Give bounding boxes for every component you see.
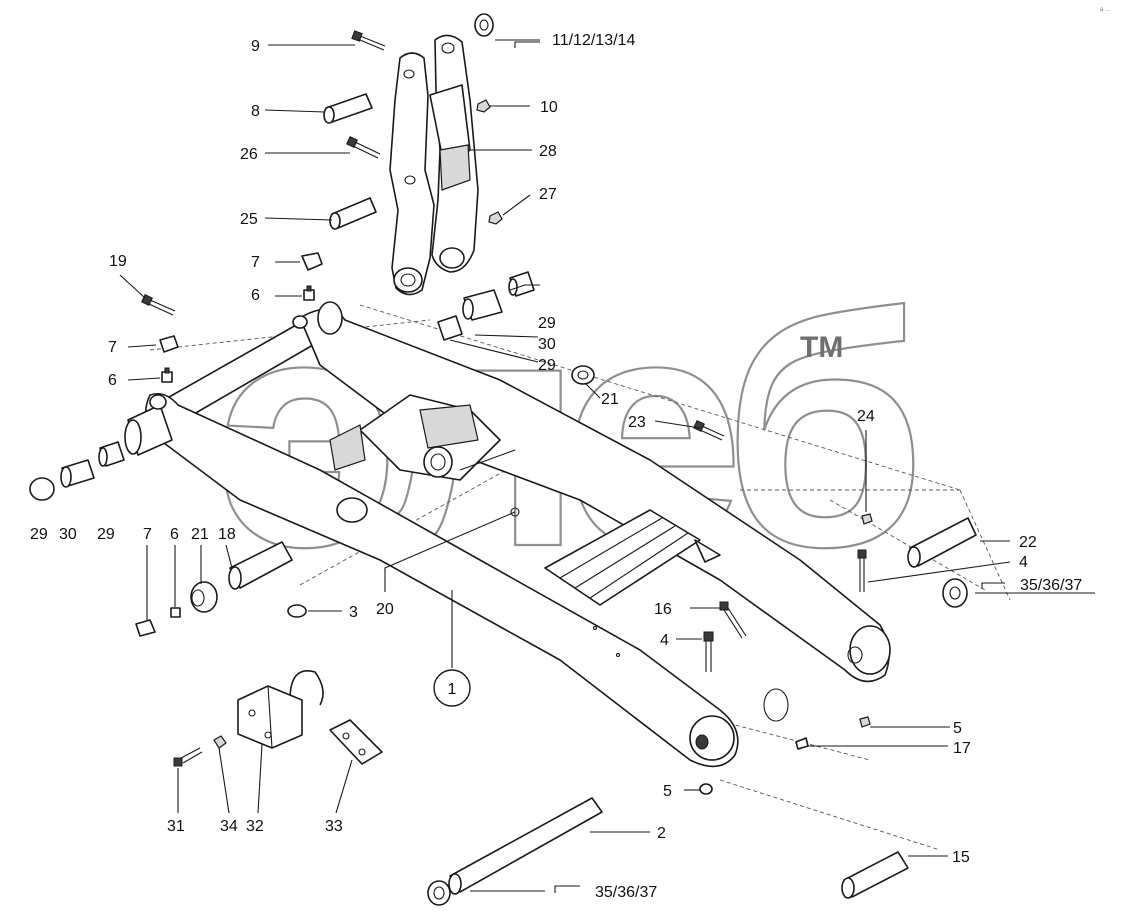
label-16: 16 xyxy=(654,601,672,618)
label-30-upper: 30 xyxy=(538,336,556,353)
tie-down-bracket-32 xyxy=(237,670,324,749)
callout-labels: 1 2 3 4 4 5 5 6 6 6 7 7 7 8 9 10 15 16 1… xyxy=(30,32,1082,901)
label-9: 9 xyxy=(251,38,260,55)
label-21-lower: 21 xyxy=(191,526,209,543)
trademark-symbol: TM xyxy=(800,331,843,364)
label-34: 34 xyxy=(220,818,238,835)
label-2: 2 xyxy=(657,825,666,842)
nut-24 xyxy=(861,513,873,525)
bolt-23 xyxy=(693,420,725,441)
label-5-right: 5 xyxy=(953,720,962,737)
label-10: 10 xyxy=(540,99,558,116)
bolt-9 xyxy=(351,30,386,51)
nut-5-right xyxy=(859,716,871,728)
washer-right xyxy=(942,578,968,608)
label-7-left: 7 xyxy=(108,339,117,356)
label-6-lower: 6 xyxy=(170,526,179,543)
label-7-upper: 7 xyxy=(251,254,260,271)
pin-18 xyxy=(228,541,293,590)
label-29-mid: 29 xyxy=(538,357,556,374)
bolt-26 xyxy=(346,136,381,159)
bushings-upper xyxy=(437,271,535,341)
pin-15 xyxy=(841,851,909,899)
nut-27 xyxy=(488,211,503,225)
label-7-lower: 7 xyxy=(143,526,152,543)
label-8: 8 xyxy=(251,103,260,120)
background-ghost-lines xyxy=(149,304,1011,851)
label-26: 26 xyxy=(240,146,258,163)
long-pin-2 xyxy=(448,797,603,895)
flanged-bushing-21-lower xyxy=(190,581,218,613)
flanged-bushing-21-upper xyxy=(571,365,595,385)
grease-cap-7-lower xyxy=(135,619,156,637)
label-29-left-b: 29 xyxy=(97,526,115,543)
grease-nipple-6-lower xyxy=(170,607,181,618)
nut-10 xyxy=(476,99,491,113)
main-frame xyxy=(124,301,891,768)
washer-top xyxy=(474,13,494,37)
plate-33 xyxy=(329,719,383,765)
bolt-16 xyxy=(719,601,747,639)
bolt-19 xyxy=(141,294,176,316)
label-19: 19 xyxy=(109,253,127,270)
label-15: 15 xyxy=(952,849,970,866)
cap-3 xyxy=(287,604,307,618)
label-28: 28 xyxy=(539,143,557,160)
label-23: 23 xyxy=(628,414,646,431)
label-22: 22 xyxy=(1019,534,1037,551)
label-6-left: 6 xyxy=(108,372,117,389)
pin-17 xyxy=(795,737,809,750)
label-24: 24 xyxy=(857,408,875,425)
label-3: 3 xyxy=(349,604,358,621)
callout-circle-1 xyxy=(433,669,471,707)
ref-label-top: 11/12/13/14 xyxy=(552,32,635,49)
label-29-upper: 29 xyxy=(538,315,556,332)
leader-lines xyxy=(119,39,1095,893)
label-20: 20 xyxy=(376,601,394,618)
grease-nipple-6-left xyxy=(161,367,173,383)
bolt-4-center xyxy=(703,631,714,672)
grease-cap-7-left xyxy=(159,335,179,353)
bolt-31 xyxy=(173,747,203,767)
ref-label-bottom: 35/36/37 xyxy=(595,884,657,901)
label-27: 27 xyxy=(539,186,557,203)
label-18: 18 xyxy=(218,526,236,543)
label-25: 25 xyxy=(240,211,258,228)
label-33: 33 xyxy=(325,818,343,835)
label-1: 1 xyxy=(448,681,457,698)
washer-bottom xyxy=(427,880,451,906)
label-5-bottom: 5 xyxy=(663,783,672,800)
upper-pin-8 xyxy=(323,93,373,124)
grease-cap-7-upper xyxy=(301,252,323,271)
grease-nipple-6-upper xyxy=(303,285,315,301)
bolt-4-right xyxy=(857,549,867,592)
label-29-left-a: 29 xyxy=(30,526,48,543)
label-31: 31 xyxy=(167,818,185,835)
label-6-upper: 6 xyxy=(251,287,260,304)
label-30-left: 30 xyxy=(59,526,77,543)
pin-22 xyxy=(907,517,977,568)
nut-34 xyxy=(213,735,227,749)
nut-5-bottom xyxy=(699,783,713,795)
label-17: 17 xyxy=(953,740,971,757)
ref-label-right: 35/36/37 xyxy=(1020,577,1082,594)
label-4-right: 4 xyxy=(1019,554,1028,571)
bushings-left xyxy=(29,441,125,501)
label-4-center: 4 xyxy=(660,632,669,649)
label-32: 32 xyxy=(246,818,264,835)
corner-mark: a ... xyxy=(1100,7,1110,13)
label-21-upper: 21 xyxy=(601,391,619,408)
upper-pin-25 xyxy=(329,197,377,230)
upper-link-bracket xyxy=(389,34,479,296)
